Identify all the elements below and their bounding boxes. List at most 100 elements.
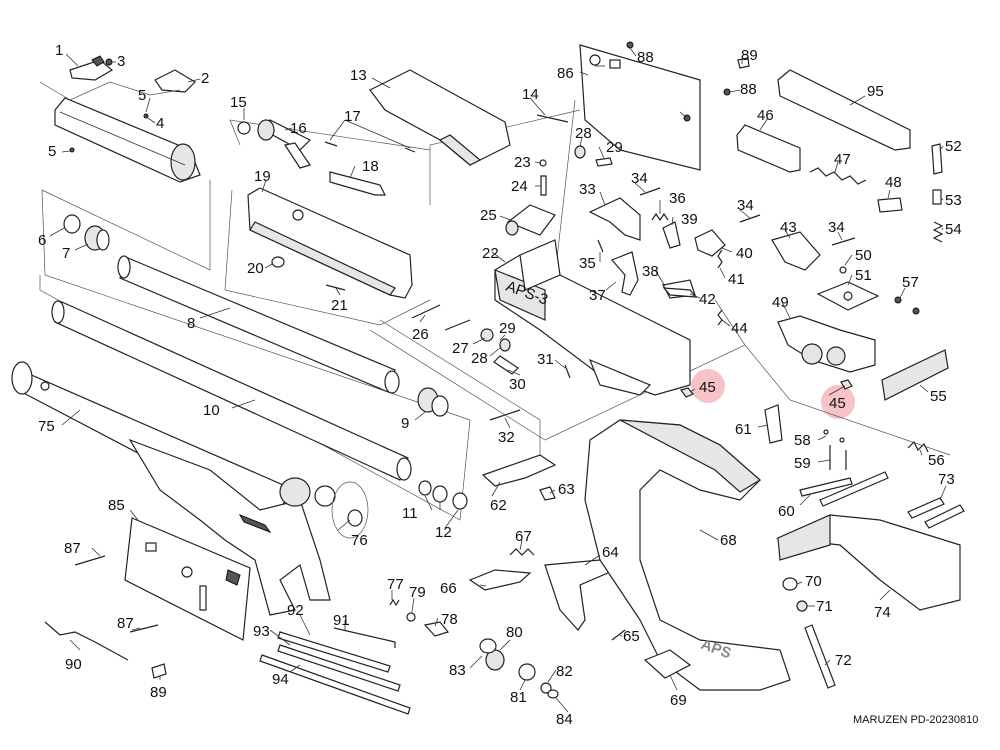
part-67-shape: [509, 548, 535, 556]
footer-code: MARUZEN PD-20230810: [853, 714, 978, 726]
part-62-shape: [481, 454, 557, 487]
label-part-56: 56: [928, 452, 945, 469]
part-36-shape: [651, 212, 669, 222]
label-part-34c: 34: [828, 219, 845, 236]
label-part-88b: 88: [740, 81, 757, 98]
label-part-79: 79: [409, 584, 426, 601]
part-34b-shape: [739, 214, 761, 223]
label-part-74: 74: [874, 604, 891, 621]
part-89a-shape: [737, 57, 750, 69]
part-50-shape: [839, 266, 847, 274]
label-part-57: 57: [902, 274, 919, 291]
label-part-33: 33: [579, 181, 596, 198]
part-77-shape: [389, 598, 400, 607]
part-34a-shape: [639, 187, 661, 196]
part-75-teeth: [238, 514, 272, 534]
part-48-shape: [877, 197, 903, 213]
label-part-37: 37: [589, 287, 606, 304]
label-part-16: 16: [290, 120, 307, 137]
label-part-51: 51: [855, 267, 872, 284]
part-88a-shape: [626, 41, 634, 49]
part-58-shape: [823, 429, 829, 435]
group-line-top: [39, 81, 181, 101]
label-part-10: 10: [203, 402, 220, 419]
label-part-44: 44: [731, 320, 748, 337]
part-87b-shape: [129, 624, 159, 633]
label-part-82: 82: [556, 663, 573, 680]
label-part-88a: 88: [637, 49, 654, 66]
part-53-shape: [932, 189, 942, 205]
part-6-shape: [63, 214, 81, 234]
part-57b-shape: [912, 307, 920, 315]
group-box-mid: [429, 109, 581, 205]
label-part-4: 4: [156, 115, 164, 132]
label-part-50: 50: [855, 247, 872, 264]
label-part-89b: 89: [150, 684, 167, 701]
part-72-shape: [804, 624, 836, 689]
label-part-64: 64: [602, 544, 619, 561]
label-part-28a: 28: [471, 350, 488, 367]
part-90-shape: [44, 621, 129, 661]
group-box-barrel-top: [41, 180, 211, 271]
part-40-shape: [694, 229, 726, 257]
label-part-76: 76: [351, 532, 368, 549]
part-58b-shape: [839, 437, 845, 443]
label-part-46: 46: [757, 107, 774, 124]
label-part-45a: 45: [699, 379, 716, 396]
part-28a-shape: [499, 338, 511, 352]
part-14-shape: [536, 114, 569, 123]
label-part-21: 21: [331, 297, 348, 314]
label-part-48: 48: [885, 174, 902, 191]
part-82-shape: [540, 682, 552, 694]
label-part-36: 36: [669, 190, 686, 207]
label-part-15: 15: [230, 94, 247, 111]
part-4-shape: [54, 97, 201, 183]
part-84-shape: [547, 689, 559, 699]
label-part-24: 24: [511, 178, 528, 195]
group-box-bolt: [229, 119, 431, 151]
label-part-28b: 28: [575, 125, 592, 142]
label-part-54: 54: [945, 221, 962, 238]
label-part-22: 22: [482, 245, 499, 262]
group-box-trigger-lower: [379, 319, 541, 470]
part-11b-shape: [432, 485, 448, 503]
part-86-hole: [589, 54, 601, 66]
part-5b-shape: [69, 147, 75, 153]
part-85-mark: [225, 569, 241, 586]
part-42-shape: [662, 287, 698, 298]
label-part-27: 27: [452, 340, 469, 357]
label-part-39: 39: [681, 211, 698, 228]
part-3-shape: [105, 58, 113, 66]
part-49-shape: [777, 315, 876, 373]
part-60b-shape: [819, 471, 889, 507]
part-16-head: [257, 119, 275, 141]
part-76-shape: [347, 509, 363, 527]
part-64-shape: [544, 559, 611, 631]
part-29a-shape: [595, 157, 613, 167]
label-part-49: 49: [772, 294, 789, 311]
part-56-shape: [907, 440, 929, 453]
part-63-shape: [539, 486, 556, 501]
part-8-end-b: [384, 370, 400, 394]
label-part-71: 71: [816, 598, 833, 615]
label-part-29a: 29: [499, 320, 516, 337]
part-27-shape: [480, 328, 494, 342]
label-part-38: 38: [642, 263, 659, 280]
label-part-42: 42: [699, 291, 716, 308]
part-95-shape: [777, 69, 911, 151]
label-part-86: 86: [557, 65, 574, 82]
part-83-shape: [479, 638, 497, 654]
part-85-hole: [181, 566, 193, 578]
part-68-top: [619, 419, 762, 493]
part-26-shape: [411, 304, 441, 319]
part-17b-shape: [404, 147, 416, 153]
label-part-43: 43: [780, 219, 797, 236]
part-66-shape: [468, 569, 532, 591]
group-box-sear: [744, 344, 951, 456]
part-8-end-a: [117, 255, 131, 279]
part-93-shape: [277, 644, 401, 692]
part-7-end: [96, 229, 110, 251]
part-54-shape: [932, 221, 944, 243]
label-part-52: 52: [945, 138, 962, 155]
label-part-80: 80: [506, 624, 523, 641]
